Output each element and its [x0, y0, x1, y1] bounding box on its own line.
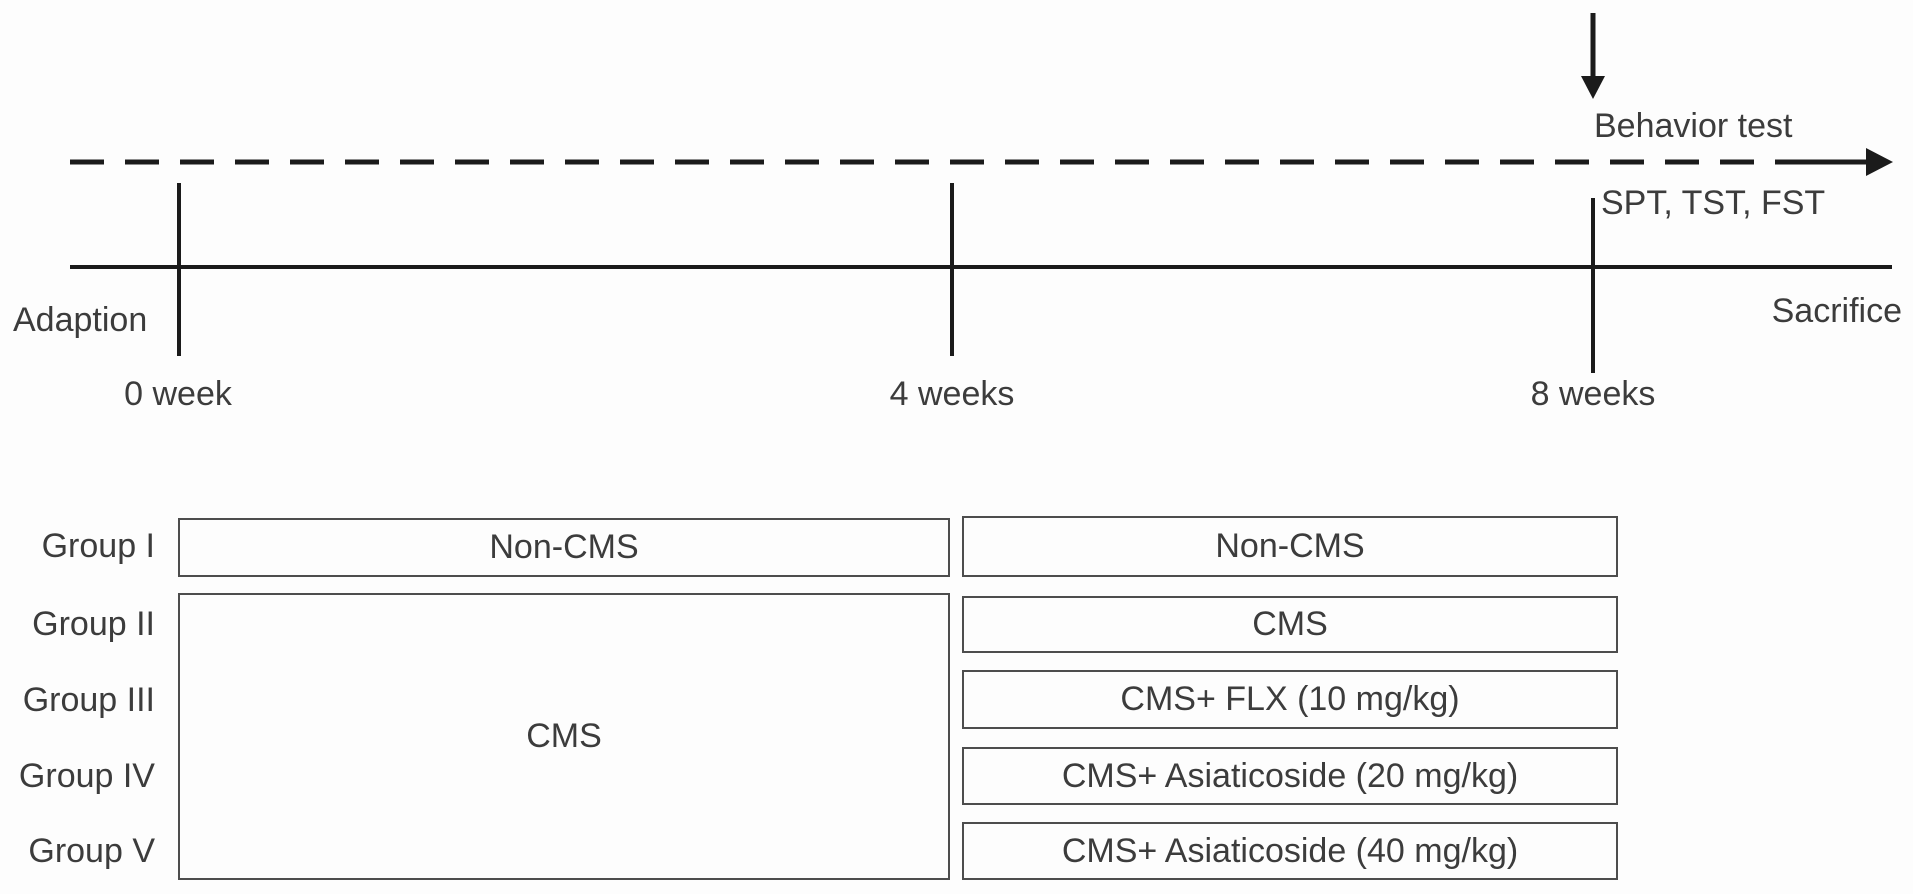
behavior-test-label: Behavior test — [1594, 107, 1793, 145]
group-label-2: Group II — [32, 605, 155, 643]
down-arrowhead-icon — [1581, 76, 1605, 99]
phase2-box-group1: Non-CMS — [962, 516, 1618, 577]
phase2-box-group4: CMS+ Asiaticoside (20 mg/kg) — [962, 747, 1618, 805]
group-label-5: Group V — [28, 832, 155, 870]
group-label-1: Group I — [41, 527, 155, 565]
right-arrowhead-icon — [1866, 148, 1893, 176]
phase2-box-group5: CMS+ Asiaticoside (40 mg/kg) — [962, 822, 1618, 880]
group-label-3: Group III — [22, 681, 155, 719]
phase2-box-group4-text: CMS+ Asiaticoside (20 mg/kg) — [1061, 756, 1519, 795]
phase2-box-group1-text: Non-CMS — [1215, 527, 1365, 565]
phase2-box-group3: CMS+ FLX (10 mg/kg) — [962, 670, 1618, 729]
group-label-4: Group IV — [18, 757, 155, 795]
phase2-box-group3-text: CMS+ FLX (10 mg/kg) — [1120, 680, 1460, 718]
tick-label-8-weeks: 8 weeks — [1530, 375, 1656, 413]
phase1-box-group1: Non-CMS — [178, 518, 950, 577]
adaption-label: Adaption — [13, 301, 148, 339]
tick-label-4-weeks: 4 weeks — [889, 375, 1015, 413]
phase1-box-group1-text: Non-CMS — [489, 528, 639, 566]
phase1-box-groups2to5-text: CMS — [526, 717, 602, 755]
phase2-box-group2-text: CMS — [1252, 605, 1328, 643]
tick-label-0-week: 0 week — [124, 375, 232, 413]
phase2-box-group2: CMS — [962, 596, 1618, 653]
phase2-box-group5-text: CMS+ Asiaticoside (40 mg/kg) — [1061, 831, 1519, 870]
behavior-tests-list-label: SPT, TST, FST — [1601, 184, 1826, 222]
sacrifice-label: Sacrifice — [1771, 292, 1902, 330]
phase1-box-groups2to5: CMS — [178, 593, 950, 880]
